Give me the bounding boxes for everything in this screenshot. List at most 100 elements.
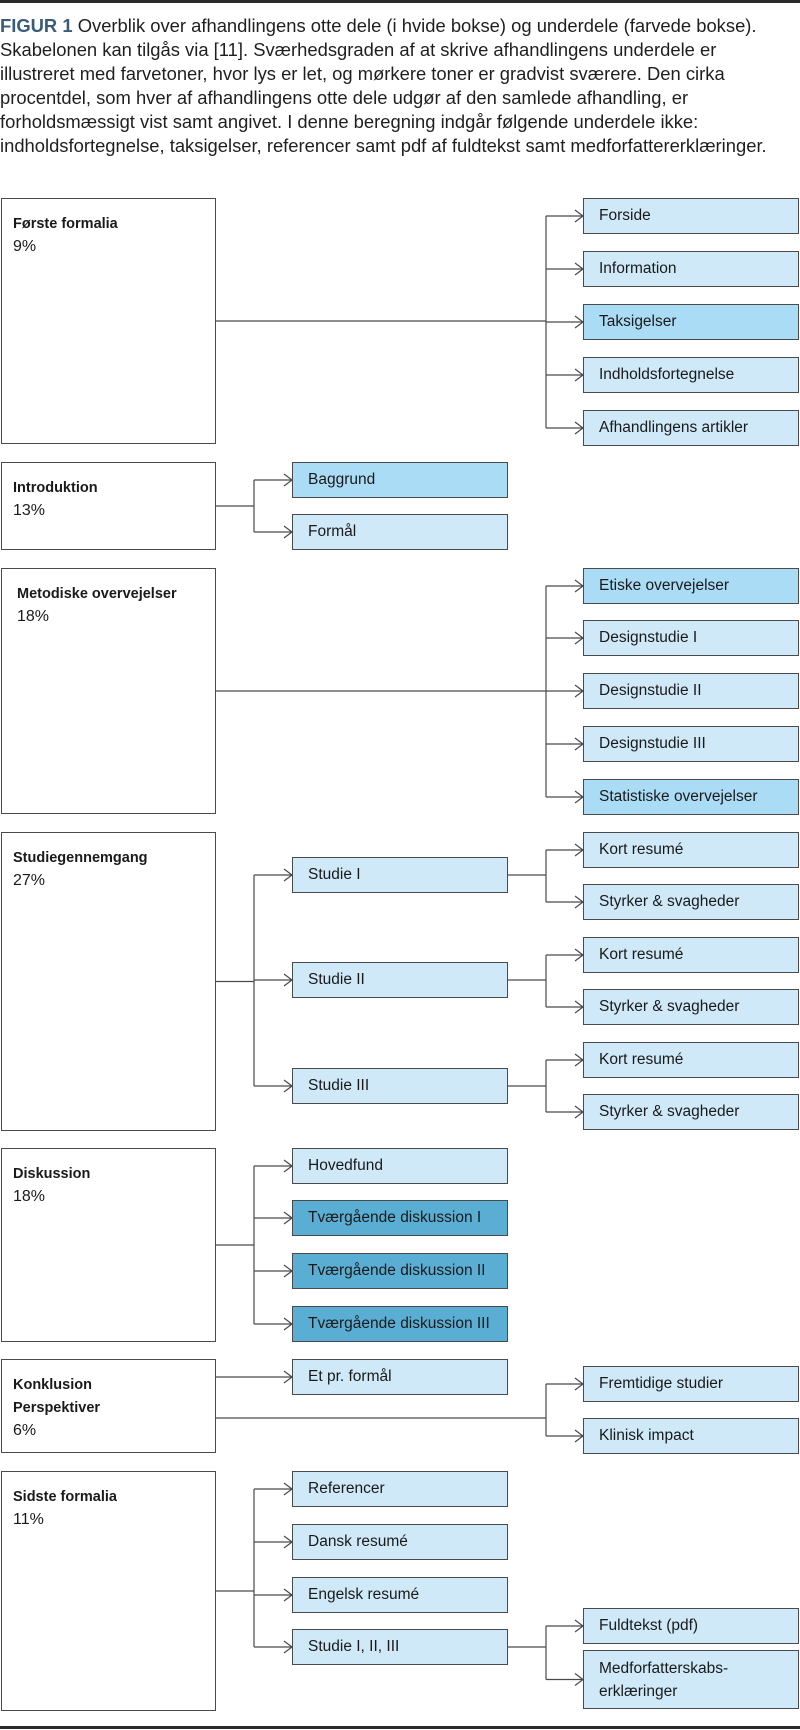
subpart-indholdsfortegnelse: Indholdsfortegnelse [583,357,799,393]
subpart-kort-resume: Kort resumé [583,1042,799,1078]
subpart-label: Referencer [308,1480,385,1497]
subpart-label: Et pr. formål [308,1368,392,1385]
subpart-statistiske-overvejelser: Statistiske overvejelser [583,779,799,815]
subpart-studie-ii: Studie II [292,962,508,998]
subpart-et-pr-formaal: Et pr. formål [292,1359,508,1395]
subpart-label: Etiske overvejelser [599,577,730,594]
caption-line: samlede afhandling, er forholdsmæssigt v… [0,87,689,132]
section-studiegennemgang: Studiegennemgang 27% [1,832,216,1131]
subpart-label: Tværgående diskussion I [308,1209,482,1226]
subpart-label: Designstudie III [599,735,706,752]
subpart-label: Designstudie II [599,682,702,699]
section-title: Studiegennemgang [13,850,148,866]
subpart-label: Kort resumé [599,946,684,963]
subpart-label: Kort resumé [599,1051,684,1068]
subpart-kort-resume: Kort resumé [583,937,799,973]
subpart-studie-iii: Studie III [292,1068,508,1104]
caption-line: underdele er illustreret med farvetoner,… [0,39,717,84]
section-percent: 6% [13,1422,37,1439]
section-title: Konklusion [13,1377,92,1393]
subpart-label: Tværgående diskussion II [308,1262,486,1279]
subpart-label: Klinisk impact [599,1427,694,1444]
subpart-label: Hovedfund [308,1157,383,1174]
section-introduktion: Introduktion 13% [1,462,216,550]
subpart-styrker-svagheder: Styrker & svagheder [583,989,799,1025]
section-title: Diskussion [13,1166,91,1182]
subpart-styrker-svagheder: Styrker & svagheder [583,884,799,920]
subpart-label: Afhandlingens artikler [599,419,749,436]
subpart-tvaergaaende-diskussion-i: Tværgående diskussion I [292,1200,508,1236]
subpart-label: Formål [308,523,357,540]
section-title: Første formalia [13,216,118,232]
subpart-label: Medforfatterskabs- erklæringer [599,1659,729,1700]
figure-label: FIGUR 1 [0,15,73,36]
subpart-fuldtekst-pdf: Fuldtekst (pdf) [583,1608,799,1644]
figure-caption: FIGUR 1 Overblik over afhandlingens otte… [0,14,772,158]
section-title: Perspektiver [13,1400,101,1416]
subpart-studie-i: Studie I [292,857,508,893]
subpart-tvaergaaende-diskussion-ii: Tværgående diskussion II [292,1253,508,1289]
subpart-label: Studie I [308,866,361,883]
top-rule [0,0,800,3]
section-title: Sidste formalia [13,1489,117,1505]
subpart-label: Studie III [308,1077,370,1094]
section-percent: 27% [13,872,46,889]
section-percent: 11% [13,1511,44,1528]
section-sidste-formalia: Sidste formalia 11% [1,1471,216,1711]
subpart-label: Studie II [308,971,365,988]
subpart-formaal: Formål [292,514,508,550]
subpart-label: Dansk resumé [308,1533,408,1550]
section-percent: 18% [13,1188,46,1205]
subpart-studie-i-ii-iii: Studie I, II, III [292,1629,508,1665]
subpart-engelsk-resume: Engelsk resumé [292,1577,508,1613]
section-metodiske-overvejelser: Metodiske overvejelser 18% [1,568,216,814]
subpart-label: Baggrund [308,471,376,488]
subpart-label: Styrker & svagheder [599,998,740,1015]
subpart-dansk-resume: Dansk resumé [292,1524,508,1560]
subpart-kort-resume: Kort resumé [583,832,799,868]
section-percent: 18% [17,608,50,625]
subpart-styrker-svagheder: Styrker & svagheder [583,1094,799,1130]
bottom-rule [0,1726,800,1729]
subpart-designstudie-iii: Designstudie III [583,726,799,762]
subpart-label: Studie I, II, III [308,1638,400,1655]
section-title: Metodiske overvejelser [17,586,177,602]
subpart-designstudie-ii: Designstudie II [583,673,799,709]
caption-line: følgende underdele ikke: indholdsfortegn… [0,111,699,156]
caption-line: fuldtekst samt medforfattererklæringer. [451,135,767,156]
section-foerste-formalia: Første formalia 9% [1,198,216,444]
caption-line: Overblik over afhandlingens otte dele (i… [77,15,692,36]
subpart-label: Kort resumé [599,841,684,858]
subpart-label: Styrker & svagheder [599,893,740,910]
section-diskussion: Diskussion 18% [1,1148,216,1342]
subpart-label: Fremtidige studier [599,1375,724,1392]
section-percent: 13% [13,502,46,519]
caption-line: bokse). Skabelonen kan tilgås via [11]. … [0,15,757,60]
subpart-taksigelser: Taksigelser [583,304,799,340]
subpart-label: Indholdsfortegnelse [599,366,735,383]
caption-line: sværere. Den cirka procentdel, som hver … [0,63,725,108]
subpart-afhandlingens-artikler: Afhandlingens artikler [583,410,799,446]
subpart-label: Designstudie I [599,629,698,646]
subpart-baggrund: Baggrund [292,462,508,498]
subpart-information: Information [583,251,799,287]
subpart-label: Forside [599,207,651,224]
subpart-tvaergaaende-diskussion-iii: Tværgående diskussion III [292,1306,508,1342]
section-percent: 9% [13,238,37,255]
subpart-designstudie-i: Designstudie I [583,620,799,656]
subpart-medforfatterskabs-erklaeringer: Medforfatterskabs- erklæringer [583,1650,799,1709]
subpart-label: Engelsk resumé [308,1586,420,1603]
subpart-klinisk-impact: Klinisk impact [583,1418,799,1454]
subpart-hovedfund: Hovedfund [292,1148,508,1184]
subpart-referencer: Referencer [292,1471,508,1507]
subpart-label: Styrker & svagheder [599,1103,740,1120]
subpart-label: Statistiske overvejelser [599,788,758,805]
section-title: Introduktion [13,480,98,496]
subpart-label: Taksigelser [599,313,677,330]
subpart-label: Fuldtekst (pdf) [599,1617,699,1634]
subpart-forside: Forside [583,198,799,234]
subpart-label: Tværgående diskussion III [308,1315,490,1332]
subpart-fremtidige-studier: Fremtidige studier [583,1366,799,1402]
subpart-etiske-overvejelser: Etiske overvejelser [583,568,799,604]
